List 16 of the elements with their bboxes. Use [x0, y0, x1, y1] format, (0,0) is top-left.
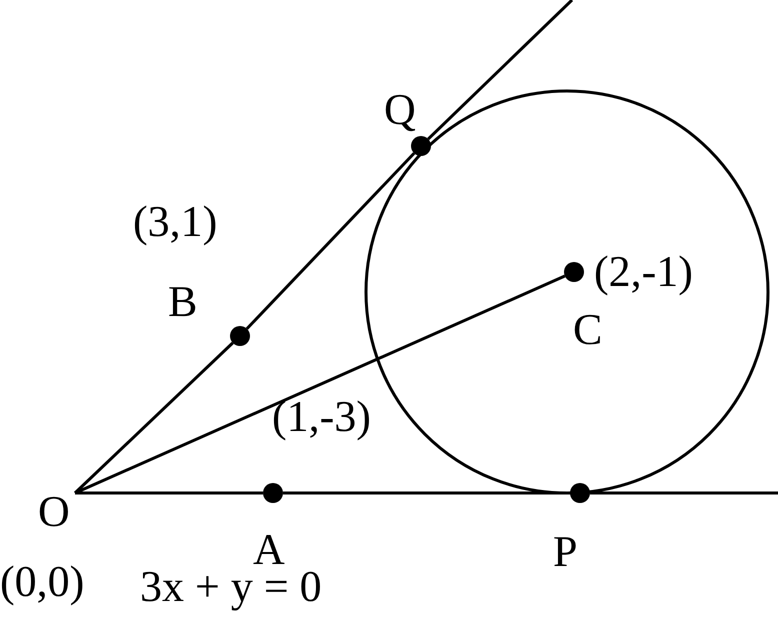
point-label: P [553, 530, 578, 574]
line-segment [283, 492, 570, 494]
coordinate-label: (3,1) [133, 200, 218, 244]
coordinate-label: (0,0) [0, 560, 84, 604]
line-segment [246, 152, 416, 330]
point-label: Q [384, 88, 416, 132]
coordinate-label: (1,-3) [272, 395, 371, 439]
line-segment [74, 342, 234, 494]
point-label: O [38, 490, 70, 534]
line-segment [427, 0, 574, 140]
point-label: B [168, 280, 198, 324]
line-segment [590, 492, 778, 494]
point-label: C [573, 308, 602, 352]
line-segment [74, 274, 566, 494]
line-segment [75, 492, 263, 494]
coordinate-label: (2,-1) [594, 250, 693, 294]
